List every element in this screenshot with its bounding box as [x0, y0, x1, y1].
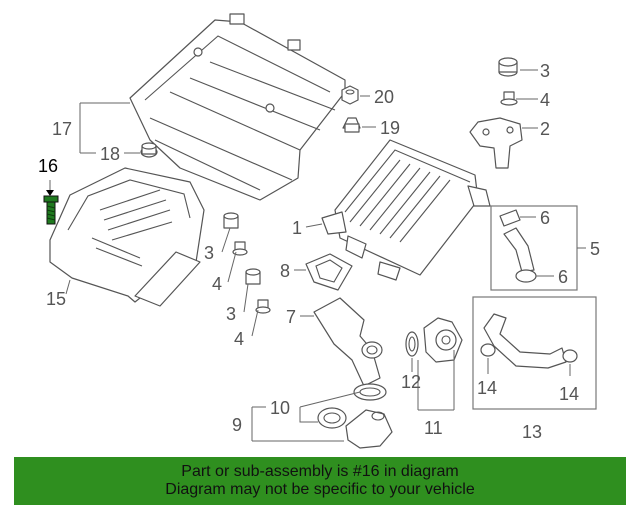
part-5-hose[interactable] [503, 227, 535, 273]
part-14-clamp-right[interactable] [562, 349, 578, 363]
part-4-bolt-b[interactable] [255, 299, 271, 314]
callout-18: 18 [100, 144, 120, 164]
callout-13: 13 [522, 422, 542, 442]
callout-7: 7 [286, 307, 296, 327]
callout-20: 20 [374, 87, 394, 107]
callout-4-b: 4 [234, 329, 244, 349]
part-4-bolt-a[interactable] [232, 241, 248, 256]
part-19-clip-nut[interactable] [342, 117, 361, 133]
callout-9: 9 [232, 415, 242, 435]
callout-4-upper: 4 [540, 90, 550, 110]
callout-5: 5 [590, 239, 600, 259]
callout-6-lower: 6 [558, 267, 568, 287]
notice-line-2: Diagram may not be specific to your vehi… [165, 481, 475, 498]
part-3-grommet-a[interactable] [223, 212, 239, 229]
callout-16: 16 [38, 156, 58, 176]
callout-10: 10 [270, 398, 290, 418]
part-13-pipe[interactable] [483, 313, 567, 369]
part-6-clamp-upper[interactable] [499, 209, 521, 227]
callout-2: 2 [540, 119, 550, 139]
part-14-clamp-left[interactable] [480, 343, 496, 357]
callout-17: 17 [52, 119, 72, 139]
part-6-clamp-lower[interactable] [515, 269, 537, 283]
part-11-valve[interactable] [423, 317, 463, 363]
part-9-hose[interactable] [345, 409, 393, 449]
part-1-intercooler[interactable] [321, 139, 491, 281]
callout-12: 12 [401, 372, 421, 392]
part-4-bolt-upper[interactable] [500, 91, 518, 106]
callout-3-upper: 3 [540, 61, 550, 81]
part-12-seal-ring[interactable] [405, 331, 419, 357]
callout-8: 8 [280, 261, 290, 281]
part-15-engine-cover[interactable] [49, 167, 205, 307]
part-10-clamp-lower[interactable] [317, 407, 347, 429]
callout-14-right: 14 [559, 384, 579, 404]
callout-19: 19 [380, 118, 400, 138]
callout-4-a: 4 [212, 274, 222, 294]
part-16-bolt-highlighted[interactable] [43, 195, 59, 225]
exploded-parts-diagram: 17 18 16 20 19 3 4 2 1 6 5 6 8 7 3 4 3 4… [38, 13, 600, 449]
leader-lines [49, 69, 586, 442]
part-3-grommet-upper[interactable] [498, 57, 518, 77]
part-10-clamp-upper[interactable] [353, 383, 387, 401]
callout-11: 11 [424, 418, 443, 438]
notice-banner: Part or sub-assembly is #16 in diagram D… [14, 457, 626, 505]
callout-3-a: 3 [204, 243, 214, 263]
callout-6-upper: 6 [540, 208, 550, 228]
part-2-bracket[interactable] [469, 117, 523, 169]
callout-labels: 17 18 16 20 19 3 4 2 1 6 5 6 8 7 3 4 3 4… [38, 61, 600, 442]
part-17-intake-cover[interactable] [129, 13, 346, 201]
part-7-air-duct[interactable] [313, 297, 383, 387]
callout-16-arrow [46, 190, 54, 196]
callout-14-left: 14 [477, 378, 497, 398]
part-20-nut[interactable] [341, 85, 359, 105]
callout-15: 15 [46, 289, 66, 309]
part-18-grommet[interactable] [140, 142, 158, 158]
group-box-13 [472, 296, 597, 410]
notice-line-1: Part or sub-assembly is #16 in diagram [181, 463, 459, 480]
callout-1: 1 [292, 218, 302, 238]
part-8-gasket[interactable] [305, 253, 353, 291]
callout-3-b: 3 [226, 304, 236, 324]
part-3-grommet-b[interactable] [245, 268, 261, 285]
